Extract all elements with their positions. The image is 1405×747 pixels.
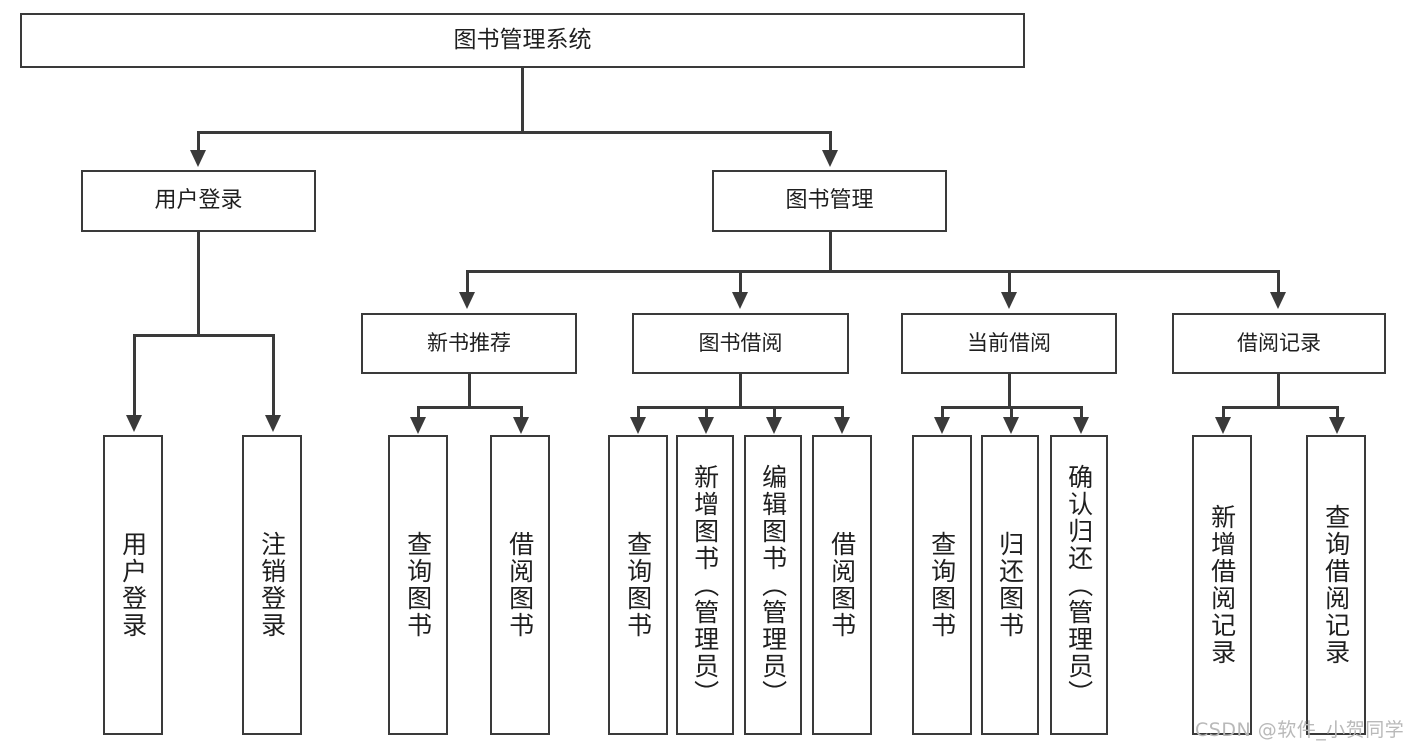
node-label: 图书管理	[785, 188, 874, 214]
arrowhead-current-borrow-c3	[1073, 417, 1089, 434]
connector-user-login-c1	[133, 334, 136, 416]
node-book-borrow[interactable]: 图书借阅	[632, 313, 849, 374]
connector-book-borrow-c1	[637, 406, 640, 418]
node-user-login[interactable]: 用户登录	[81, 170, 316, 232]
arrowhead-new-book-c1	[410, 417, 426, 434]
arrowhead-book-mgmt-c2	[732, 292, 748, 309]
connector-borrow-record-stem	[1277, 374, 1280, 408]
connector-book-mgmt-c2	[739, 270, 742, 293]
arrowhead-book-borrow-c3	[766, 417, 782, 434]
arrowhead-book-borrow-c2	[698, 417, 714, 434]
arrowhead-book-mgmt-c1	[459, 292, 475, 309]
node-label: 查询图书	[927, 531, 957, 639]
leaf-current-borrow-2[interactable]: 确认归还（管理员）	[1050, 435, 1108, 735]
watermark-text: CSDN @软件_小贺同学	[1195, 719, 1405, 741]
connector-borrow-record-c2	[1336, 406, 1339, 418]
node-label: 新增图书（管理员）	[690, 463, 720, 707]
connector-book-borrow-c3	[773, 406, 776, 418]
connector-root-bar	[197, 131, 831, 134]
leaf-book-borrow-0[interactable]: 查询图书	[608, 435, 668, 735]
connector-user-login-stem	[197, 232, 200, 336]
connector-new-book-stem	[468, 374, 471, 408]
node-label: 借阅记录	[1237, 331, 1321, 356]
connector-book-mgmt-stem	[829, 232, 832, 272]
connector-root-to-book-mgmt	[829, 131, 832, 151]
connector-book-borrow-stem	[739, 374, 742, 408]
node-label: 新书推荐	[427, 331, 511, 356]
node-label: 借阅图书	[827, 531, 857, 639]
arrowhead-book-borrow-c4	[834, 417, 850, 434]
leaf-new-book-0[interactable]: 查询图书	[388, 435, 448, 735]
arrowhead-book-mgmt-c4	[1270, 292, 1286, 309]
node-current-borrow[interactable]: 当前借阅	[901, 313, 1117, 374]
connector-new-book-c1	[417, 406, 420, 418]
arrowhead-new-book-c2	[513, 417, 529, 434]
arrowhead-root-to-book-mgmt	[822, 150, 838, 167]
connector-current-borrow-c3	[1080, 406, 1083, 418]
node-label: 新增借阅记录	[1207, 504, 1237, 666]
arrowhead-current-borrow-c2	[1003, 417, 1019, 434]
node-label: 归还图书	[995, 531, 1025, 639]
arrowhead-root-to-user-login	[190, 150, 206, 167]
arrowhead-user-login-c1	[126, 415, 142, 432]
node-label: 当前借阅	[967, 331, 1051, 356]
node-label: 确认归还（管理员）	[1064, 463, 1094, 707]
connector-book-mgmt-c1	[466, 270, 469, 293]
connector-book-mgmt-bar	[466, 270, 1280, 273]
arrowhead-user-login-c2	[265, 415, 281, 432]
node-book-management[interactable]: 图书管理	[712, 170, 947, 232]
node-label: 图书管理系统	[453, 27, 592, 54]
watermark-csdn: CSDN @软件_小贺同学	[1195, 715, 1404, 742]
node-label: 查询图书	[623, 531, 653, 639]
arrowhead-borrow-record-c2	[1329, 417, 1345, 434]
connector-book-borrow-bar	[637, 406, 843, 409]
connector-book-borrow-c2	[705, 406, 708, 418]
connector-book-mgmt-c4	[1277, 270, 1280, 293]
connector-borrow-record-bar	[1222, 406, 1338, 409]
connector-root-stem	[521, 68, 524, 132]
leaf-user-login-0[interactable]: 用户登录	[103, 435, 163, 735]
arrowhead-borrow-record-c1	[1215, 417, 1231, 434]
leaf-user-login-1[interactable]: 注销登录	[242, 435, 302, 735]
node-label: 注销登录	[257, 531, 287, 639]
connector-user-login-c2	[272, 334, 275, 416]
connector-user-login-bar	[133, 334, 275, 337]
connector-root-to-user-login	[197, 131, 200, 151]
connector-book-mgmt-c3	[1008, 270, 1011, 293]
leaf-borrow-record-1[interactable]: 查询借阅记录	[1306, 435, 1366, 735]
connector-book-borrow-c4	[841, 406, 844, 418]
leaf-book-borrow-2[interactable]: 编辑图书（管理员）	[744, 435, 802, 735]
node-label: 用户登录	[118, 531, 148, 639]
arrowhead-book-mgmt-c3	[1001, 292, 1017, 309]
leaf-book-borrow-3[interactable]: 借阅图书	[812, 435, 872, 735]
leaf-book-borrow-1[interactable]: 新增图书（管理员）	[676, 435, 734, 735]
node-root-system[interactable]: 图书管理系统	[20, 13, 1025, 68]
arrowhead-current-borrow-c1	[934, 417, 950, 434]
connector-current-borrow-c1	[941, 406, 944, 418]
connector-current-borrow-stem	[1008, 374, 1011, 408]
leaf-borrow-record-0[interactable]: 新增借阅记录	[1192, 435, 1252, 735]
leaf-current-borrow-1[interactable]: 归还图书	[981, 435, 1039, 735]
node-label: 借阅图书	[505, 531, 535, 639]
node-new-book-recommend[interactable]: 新书推荐	[361, 313, 577, 374]
node-label: 编辑图书（管理员）	[758, 463, 788, 707]
node-label: 查询图书	[403, 531, 433, 639]
arrowhead-book-borrow-c1	[630, 417, 646, 434]
connector-new-book-bar	[417, 406, 522, 409]
connector-new-book-c2	[520, 406, 523, 418]
leaf-current-borrow-0[interactable]: 查询图书	[912, 435, 972, 735]
node-borrow-record[interactable]: 借阅记录	[1172, 313, 1386, 374]
node-label: 图书借阅	[698, 331, 783, 356]
node-label: 查询借阅记录	[1321, 504, 1351, 666]
connector-current-borrow-c2	[1010, 406, 1013, 418]
connector-borrow-record-c1	[1222, 406, 1225, 418]
node-label: 用户登录	[154, 188, 243, 214]
leaf-new-book-1[interactable]: 借阅图书	[490, 435, 550, 735]
